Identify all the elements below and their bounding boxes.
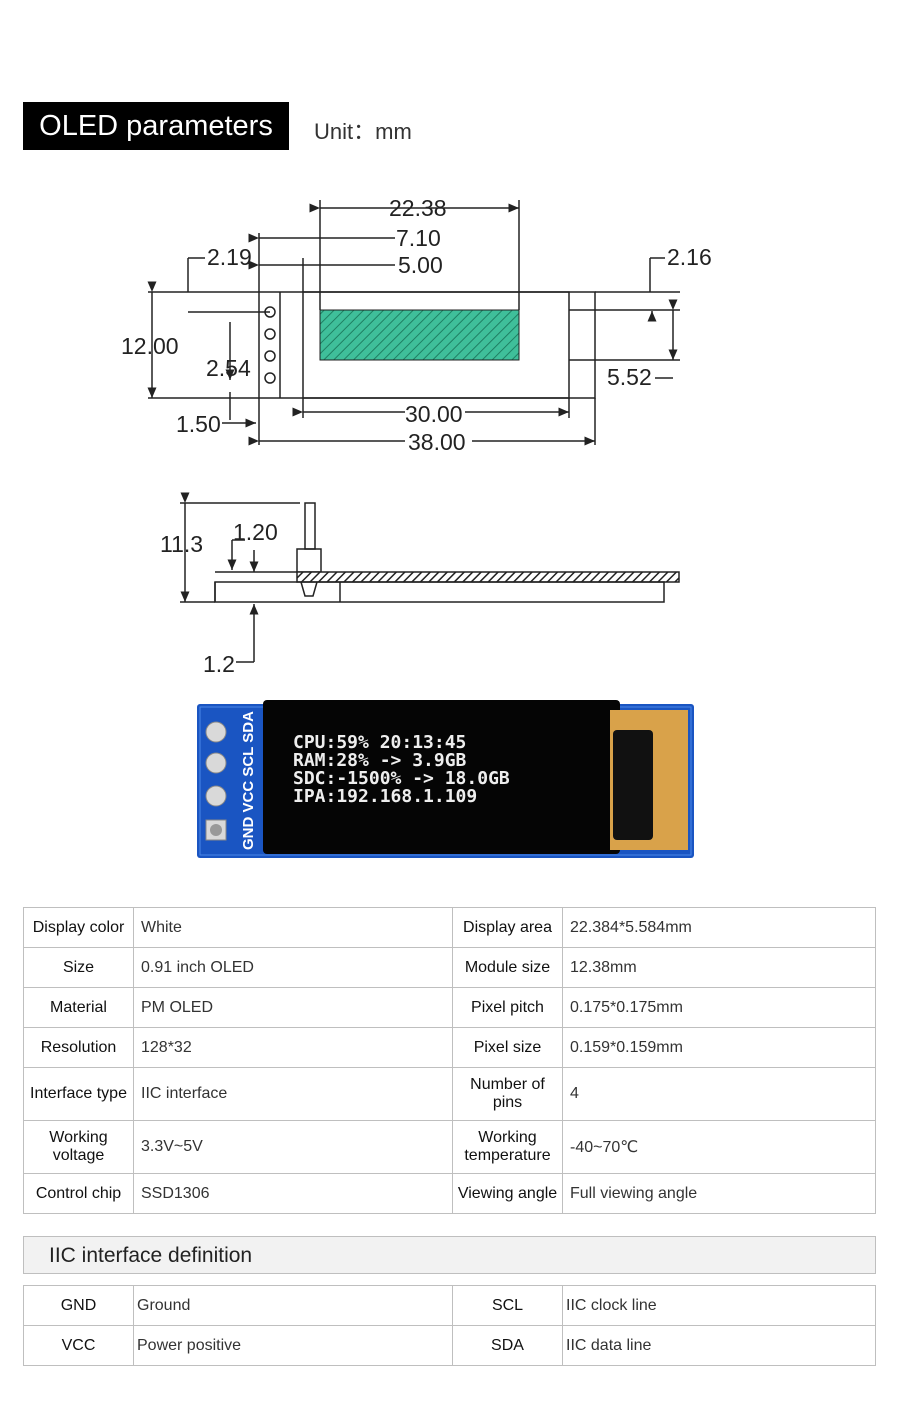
- spec-value: 4: [562, 1067, 876, 1121]
- oled-line-4: IPA:192.168.1.109: [293, 786, 477, 807]
- pin-description: IIC data line: [562, 1325, 876, 1366]
- spec-table: Display color White Display area 22.384*…: [23, 907, 876, 1214]
- spec-label: Display area: [452, 907, 563, 948]
- pin-labels: GND VCC SCL SDA: [240, 711, 257, 850]
- spec-label: Interface type: [23, 1067, 134, 1121]
- spec-label: Control chip: [23, 1173, 134, 1214]
- pin-name: GND: [23, 1285, 134, 1326]
- spec-value: 22.384*5.584mm: [562, 907, 876, 948]
- spec-label: Pixel size: [452, 1027, 563, 1068]
- table-row: GND Ground SCL IIC clock line: [23, 1285, 876, 1326]
- spec-value: IIC interface: [133, 1067, 453, 1121]
- pin-description: Ground: [133, 1285, 453, 1326]
- table-row: Control chip SSD1306 Viewing angle Full …: [23, 1173, 876, 1214]
- spec-value: Full viewing angle: [562, 1173, 876, 1214]
- dim-38-00: 38.00: [408, 429, 466, 455]
- oled-line-3: SDC:-1500% -> 18.0GB: [293, 768, 510, 789]
- table-row: Material PM OLED Pixel pitch 0.175*0.175…: [23, 987, 876, 1028]
- dimension-drawing: 22.38 7.10 5.00 2.19 2.16 12.00 2.54 5.5…: [121, 195, 712, 677]
- dim-2-16: 2.16: [667, 244, 712, 270]
- dim-5-52: 5.52: [607, 364, 652, 390]
- table-row: Display color White Display area 22.384*…: [23, 907, 876, 948]
- spec-value: 0.159*0.159mm: [562, 1027, 876, 1068]
- pin-description: Power positive: [133, 1325, 453, 1366]
- dim-12-00: 12.00: [121, 333, 179, 359]
- dim-5-00: 5.00: [398, 252, 443, 278]
- oled-line-2: RAM:28% -> 3.9GB: [293, 750, 467, 771]
- dim-11-3: 11.3: [160, 531, 203, 557]
- dim-22-38: 22.38: [389, 195, 447, 221]
- spec-value: 128*32: [133, 1027, 453, 1068]
- spec-label: Size: [23, 947, 134, 988]
- iic-section-title: IIC interface definition: [23, 1236, 876, 1274]
- spec-value: SSD1306: [133, 1173, 453, 1214]
- table-row: Resolution 128*32 Pixel size 0.159*0.159…: [23, 1027, 876, 1068]
- spec-label: Working voltage: [23, 1120, 134, 1174]
- dim-2-54: 2.54: [206, 355, 251, 381]
- spec-value: PM OLED: [133, 987, 453, 1028]
- pin-name: VCC: [23, 1325, 134, 1366]
- table-row: Interface type IIC interface Number of p…: [23, 1067, 876, 1121]
- oled-module-photo: GND VCC SCL SDA CPU:59% 20:13:45 RAM:28%…: [197, 700, 694, 858]
- spec-value: 3.3V~5V: [133, 1120, 453, 1174]
- pin-name: SDA: [452, 1325, 563, 1366]
- pin-name: SCL: [452, 1285, 563, 1326]
- dim-1-2: 1.2: [203, 651, 235, 677]
- table-row: VCC Power positive SDA IIC data line: [23, 1325, 876, 1366]
- dim-30-00: 30.00: [405, 401, 463, 427]
- spec-label: Module size: [452, 947, 563, 988]
- spec-label: Resolution: [23, 1027, 134, 1068]
- dim-1-50: 1.50: [176, 411, 221, 437]
- spec-label: Number of pins: [452, 1067, 563, 1121]
- dim-1-20: 1.20: [233, 519, 278, 545]
- page-title: OLED parameters: [23, 102, 289, 150]
- spec-value: -40~70℃: [562, 1120, 876, 1174]
- spec-value: 0.175*0.175mm: [562, 987, 876, 1028]
- dim-7-10: 7.10: [396, 225, 441, 251]
- oled-line-1: CPU:59% 20:13:45: [293, 732, 466, 753]
- unit-label: Unit：mm: [314, 119, 412, 144]
- spec-value: 12.38mm: [562, 947, 876, 988]
- spec-label: Working temperature: [452, 1120, 563, 1174]
- spec-label: Pixel pitch: [452, 987, 563, 1028]
- spec-value: 0.91 inch OLED: [133, 947, 453, 988]
- spec-label: Display color: [23, 907, 134, 948]
- pin-description: IIC clock line: [562, 1285, 876, 1326]
- table-row: Working voltage 3.3V~5V Working temperat…: [23, 1120, 876, 1174]
- spec-label: Material: [23, 987, 134, 1028]
- table-row: Size 0.91 inch OLED Module size 12.38mm: [23, 947, 876, 988]
- dim-2-19: 2.19: [207, 244, 252, 270]
- spec-value: White: [133, 907, 453, 948]
- iic-table: GND Ground SCL IIC clock line VCC Power …: [23, 1285, 876, 1366]
- spec-label: Viewing angle: [452, 1173, 563, 1214]
